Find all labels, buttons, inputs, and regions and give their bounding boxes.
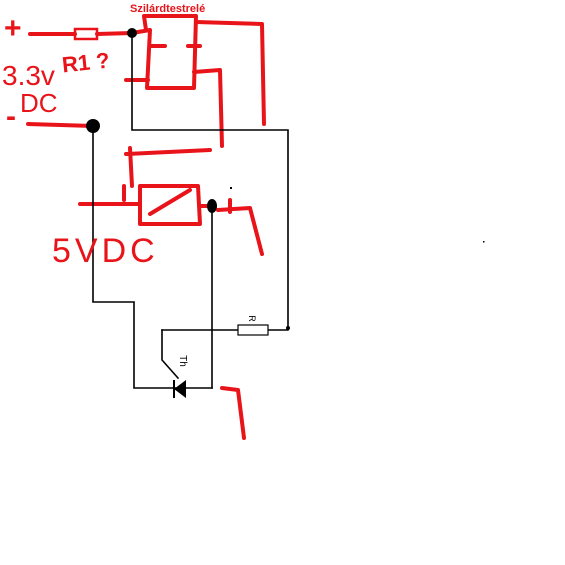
r1-label: R1 ?: [60, 47, 111, 78]
thyristor-symbol: [173, 380, 186, 398]
junction-dot: [127, 28, 137, 38]
r-resistor: [237, 324, 269, 336]
ssr-sketch: [124, 14, 266, 148]
junction-dot: [286, 326, 290, 330]
voltage-33-label: 3.3v: [2, 60, 55, 91]
resistor-label: R: [246, 315, 257, 322]
stray-mark: [230, 187, 232, 189]
load-lead: [220, 386, 246, 440]
junction-dot: [207, 199, 217, 213]
r1-resistor: [73, 27, 99, 41]
dc-33-label: DC: [20, 88, 58, 118]
relay-title: Szilárdtestrelé: [130, 3, 206, 15]
minus-sign: -: [6, 100, 16, 133]
junction-dot: [86, 119, 100, 133]
stray-mark: [483, 241, 485, 243]
supply-33v-wiring: [26, 31, 134, 128]
plus-sign: +: [4, 12, 22, 45]
control-wiring: [92, 32, 289, 389]
thyristor-label: Th: [176, 355, 188, 367]
voltage-5-label: 5VDC: [52, 232, 159, 270]
relay-5v-sketch: [78, 146, 264, 256]
